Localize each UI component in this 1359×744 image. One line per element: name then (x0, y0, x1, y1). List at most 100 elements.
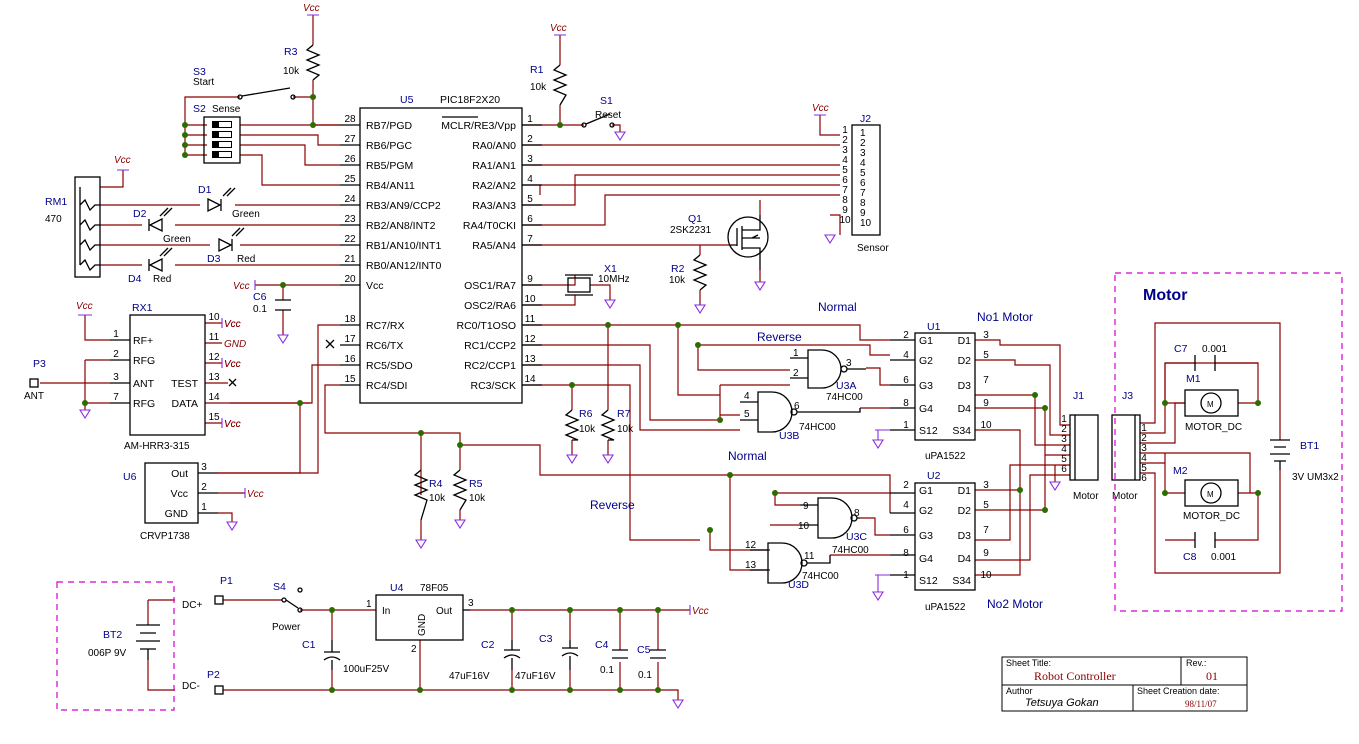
q1-ref: Q1 (688, 213, 702, 225)
mcu-pin-name: RB6/PGC (366, 140, 413, 152)
c5-val: 0.1 (638, 670, 652, 681)
j3-pin-number: 2 (1141, 433, 1147, 444)
rx1-pin-name: RFG (133, 398, 155, 410)
d3-val: Red (237, 254, 255, 265)
mcu-pin-name: RC7/RX (366, 320, 405, 332)
c6-val: 0.1 (253, 304, 267, 315)
j2-pin-label: 7 (860, 188, 866, 199)
u3a-ref: U3A (836, 380, 856, 392)
connector-p1: P1 DC+ (182, 575, 233, 611)
resistor-r7: R7 10k (600, 408, 634, 441)
u4-pin-in: In (382, 606, 390, 617)
switch-s1: S1 Reset (581, 95, 621, 128)
rx1-pin-name: GND (224, 339, 246, 350)
c2-ref: C2 (481, 639, 495, 651)
c1-val: 100uF25V (343, 664, 389, 675)
rx1-ref: RX1 (132, 302, 153, 314)
j2-pin-label: 6 (860, 178, 866, 189)
x1-ref: X1 (604, 263, 617, 275)
mcu-u5: U5 PIC18F2X20 28RB7/PGD27RB6/PGC26RB5/PG… (325, 94, 542, 404)
u1-pin-name: G2 (919, 355, 933, 367)
s4-val: Power (272, 622, 301, 633)
mcu-pin-number: 24 (344, 194, 356, 205)
s3-val: Start (193, 77, 214, 88)
c8-val: 0.001 (1211, 552, 1236, 563)
nand-u3a: 1 2 3 U3A 74HC00 (790, 348, 866, 403)
j3-ref: J3 (1122, 390, 1133, 402)
mcu-pin-number: 16 (344, 354, 356, 365)
regulator-u4: U4 78F05 In Out GND 1 3 2 (366, 582, 474, 655)
rx1-pin-number: 12 (208, 352, 220, 363)
c6-ref: C6 (253, 291, 267, 303)
rx1-pin-number: 10 (208, 312, 220, 323)
mcu-pin-name: RA0/AN0 (472, 140, 516, 152)
rx1-pin-number: 1 (113, 329, 119, 340)
r2-val: 10k (669, 275, 686, 286)
mcu-part: PIC18F2X20 (440, 94, 500, 106)
mcu-pin-number: 18 (344, 314, 356, 325)
mcu-pin-name: RA5/AN4 (472, 240, 516, 252)
j2-pin-label: 5 (860, 168, 866, 179)
mcu-pin-name: RB1/AN10/INT1 (366, 240, 441, 252)
rx1-pin-name: RFG (133, 355, 155, 367)
u3d-val: 74HC00 (802, 571, 839, 582)
mcu-pin-name: MCLR/RE3/Vpp (441, 120, 516, 132)
u2-pin-number: 5 (983, 500, 989, 511)
j1-ref: J1 (1073, 390, 1084, 402)
j2-pin-number: 8 (842, 195, 848, 206)
r6-val: 10k (579, 424, 596, 435)
u2-pin-number: 3 (983, 480, 989, 491)
mcu-pin-name: RA2/AN2 (472, 180, 516, 192)
mcu-pin-number: 15 (344, 374, 356, 385)
mcu-pin-number: 4 (527, 174, 533, 185)
p1-ref: P1 (220, 575, 233, 587)
s1-ref: S1 (600, 95, 613, 107)
u6-pin-number: 2 (201, 482, 207, 493)
u2-pin-name: G3 (919, 530, 933, 542)
u6-pin-name: Vcc (170, 488, 188, 500)
r1-val: 10k (530, 82, 547, 93)
u3b-val: 74HC00 (799, 422, 836, 433)
bt1-ref: BT1 (1300, 440, 1319, 452)
net-no1-motor: No1 Motor (977, 310, 1033, 324)
u2-pin-name: S34 (952, 575, 971, 587)
motor-section: Motor M M1 MOTOR_DC M M2 MOTOR_DC C7 0.0… (1114, 272, 1343, 612)
u3d-pin11: 11 (804, 551, 815, 562)
tb-date: 98/11/07 (1185, 699, 1217, 709)
mcu-pin-number: 6 (527, 214, 533, 225)
net-labels: Normal Reverse No1 Motor Normal Reverse … (590, 300, 1043, 611)
capacitor-c3: C3 47uF16V (515, 633, 579, 682)
resistor-r1: R1 10k (530, 64, 568, 106)
j2-pin-number: 5 (842, 165, 848, 176)
battery-bt2: BT2 006P 9V (56, 581, 175, 711)
rx1-pin-name: ANT (133, 378, 155, 390)
mcu-pin-name: RC3/SCK (470, 380, 516, 392)
m1-ref: M1 (1186, 373, 1201, 385)
u2-val: uPA1522 (925, 602, 966, 613)
d1-ref: D1 (198, 184, 212, 196)
u3a-pin3: 3 (846, 358, 852, 369)
vcc-symbols: Vcc Vcc Vcc Vcc Vcc Vcc Vcc Vcc Vcc Vcc … (76, 3, 829, 617)
j2-ref: J2 (860, 113, 871, 125)
u1-pin-name: D2 (958, 355, 972, 367)
u3b-pin6: 6 (794, 401, 800, 412)
switch-s4: S4 Power (272, 581, 303, 633)
rx1-pin-name: Vcc (224, 359, 241, 370)
u4-n-in: 1 (366, 599, 372, 610)
resistor-r2: R2 10k (669, 254, 708, 291)
r1-ref: R1 (530, 64, 544, 76)
u2-pin-number: 4 (903, 500, 909, 511)
net-normal-top: Normal (818, 300, 857, 314)
j3-val: Motor (1112, 491, 1138, 502)
connector-p3: P3 ANT (24, 358, 46, 402)
r3-ref: R3 (284, 46, 298, 58)
mcu-pin-name: RB5/PGM (366, 160, 413, 172)
j2-pin-label: 8 (860, 198, 866, 209)
